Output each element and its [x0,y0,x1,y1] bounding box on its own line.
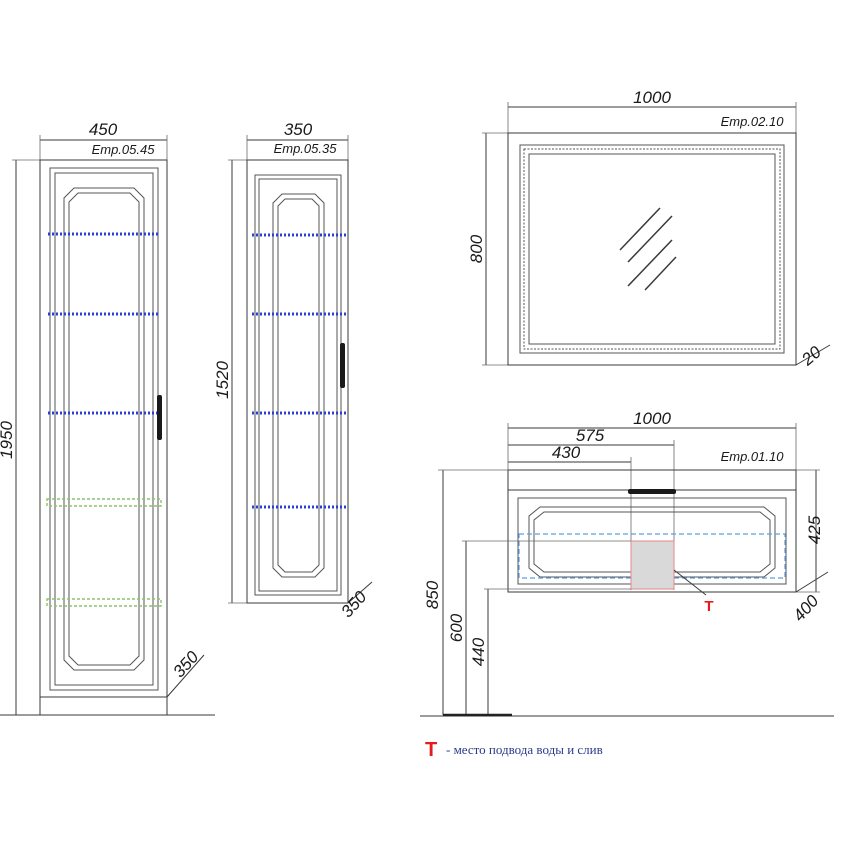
tall-door-handle [157,395,162,440]
tall-shelf-glass-2 [46,598,162,607]
water-supply-marker: T [704,598,713,615]
tall-body [39,159,168,716]
mid-depth-line [347,581,373,604]
mid-door-handle [340,343,345,388]
vanity-depth-label: 400 [789,591,822,625]
vanity-drawer-panel-inner [533,511,771,573]
mirror-reflection-1 [619,207,661,251]
mirror-reflection-4 [644,256,677,291]
legend-text: - место подвода воды и слив [446,742,603,757]
vanity-drawer-panel [528,506,776,578]
tall-depth-line [166,654,205,698]
mid-door-frame [254,174,342,596]
mirror-outer-frame [507,132,797,366]
tall-door-frame [49,167,159,691]
vanity-code-label: Emp.01.10 [721,449,785,464]
vanity-width-label: 1000 [633,409,671,428]
mid-depth-label: 350 [337,587,370,621]
mirror-height-label: 800 [467,234,486,263]
mirror-frame-ornament [523,148,781,350]
floor-440-label: 440 [469,637,488,666]
mirror-frame-1 [519,144,785,354]
vanity-countertop [507,469,797,491]
tall-code-label: Emp.05.45 [92,142,156,157]
mid-code-label: Emp.05.35 [274,141,338,156]
mirror-depth-label: 20 [797,342,825,370]
mid-height-label: 1520 [213,361,232,399]
vanity-430-label: 430 [552,443,581,462]
tall-door-frame-inner [54,172,154,686]
vanity-drawer-handle [628,489,676,494]
vanity: 1000 575 430 Emp.01.10 T 425 400 [420,409,834,717]
floor-850-label: 850 [423,580,442,609]
mirror-code-label: Emp.02.10 [721,114,785,129]
tall-shelf-glass-1 [46,498,162,507]
mirror: 1000 Emp.02.10 800 20 [467,88,831,370]
mirror-reflection-3 [627,239,673,287]
legend-symbol: T [425,739,437,761]
vanity-575-label: 575 [576,426,605,445]
tall-width-label: 450 [89,120,118,139]
water-supply-zone [630,540,675,590]
mid-body [246,159,349,604]
floor-600-label: 600 [447,613,466,642]
vanity-height-label: 425 [805,515,824,544]
mid-door-frame-inner [258,178,338,592]
mid-door-panel-inner [277,198,320,573]
mid-cabinet: 350 Emp.05.35 1520 350 [213,120,373,621]
mirror-depth-line [795,344,831,366]
mirror-width-label: 1000 [633,88,671,107]
legend: T - место подвода воды и слив [425,739,603,761]
tall-depth-label: 350 [169,647,202,681]
tall-door-panel [63,187,145,671]
mid-door-panel [272,193,325,578]
mirror-glass [528,153,776,345]
mid-width-label: 350 [284,120,313,139]
mirror-reflection-2 [627,215,673,263]
water-supply-leader [673,569,707,596]
vanity-depth-line [795,571,829,593]
tall-door-panel-inner [68,192,140,666]
tall-height-label: 1950 [0,421,16,459]
tall-cabinet: 450 Emp.05.45 1950 350 [0,120,215,716]
